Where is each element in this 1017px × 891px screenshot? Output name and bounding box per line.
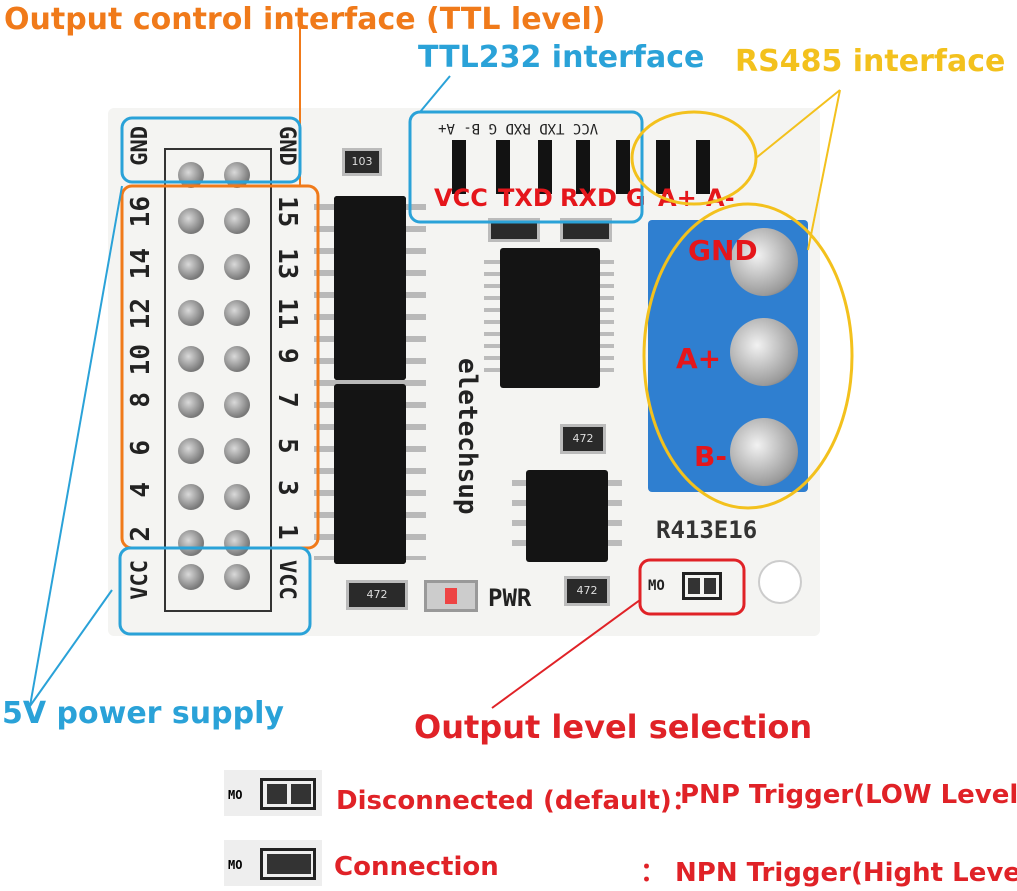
right-pin-9: 9 [272, 348, 302, 364]
screw-a-plus [730, 318, 798, 386]
mo-jumper [682, 572, 722, 600]
right-pin-3: 3 [272, 480, 302, 496]
gnd-right-label: GND [274, 126, 299, 166]
ttl232-title: TTL232 interface [418, 40, 705, 75]
legend-jumper-open: MO [224, 770, 322, 816]
header-label-txd: TXD [498, 184, 553, 212]
vcc-right-label: VCC [274, 560, 299, 600]
right-pin-7: 7 [272, 392, 302, 408]
legend-closed-trigger: ： NPN Trigger(Hight Level) [640, 858, 1017, 888]
output-pad-grid [170, 154, 266, 594]
output-header-outline [164, 148, 272, 612]
pwr-led [424, 580, 478, 612]
resistor-472-mid: 472 [560, 424, 606, 454]
terminal-label-a-plus: A+ [676, 342, 722, 375]
right-pin-13: 13 [272, 248, 302, 280]
right-pin-15: 15 [272, 196, 302, 228]
header-label-rxd: RXD [560, 184, 617, 212]
model-label: R413E16 [656, 516, 758, 544]
mo-label: MO [648, 578, 665, 594]
right-pin-5: 5 [272, 438, 302, 454]
level-selection-title: Output level selection [414, 708, 813, 746]
ttl232-header [452, 140, 722, 194]
legend-jumper-closed: MO [224, 840, 322, 886]
brand-label: eletechsup [452, 358, 482, 515]
resistor-472-right: 472 [564, 576, 610, 606]
output-control-title: Output control interface (TTL level) [4, 2, 606, 37]
resistor-472-left: 472 [346, 580, 408, 610]
terminal-label-gnd: GND [688, 234, 758, 267]
power-supply-title: 5V power supply [2, 696, 284, 731]
terminal-label-b-minus: B- [694, 440, 727, 473]
legend-open-trigger: PNP Trigger(LOW Level) [680, 780, 1017, 810]
header-label-vcc: VCC [434, 184, 488, 212]
resistor-103: 103 [342, 148, 382, 176]
pcb-board: GND 16 14 12 10 8 6 4 2 VCC GND 15 13 11… [108, 108, 820, 636]
legend-closed-text: Connection [334, 852, 499, 882]
rs485-title: RS485 interface [735, 44, 1006, 79]
mcu-chip [500, 248, 600, 388]
mounting-hole [758, 560, 802, 604]
right-pin-11: 11 [272, 298, 302, 330]
legend-open-text: Disconnected (default)： [336, 786, 698, 816]
pwr-label: PWR [488, 584, 532, 612]
rs485-chip [526, 470, 608, 562]
screw-gnd [730, 228, 798, 296]
screw-b-minus [730, 418, 798, 486]
right-pin-1: 1 [272, 524, 302, 540]
